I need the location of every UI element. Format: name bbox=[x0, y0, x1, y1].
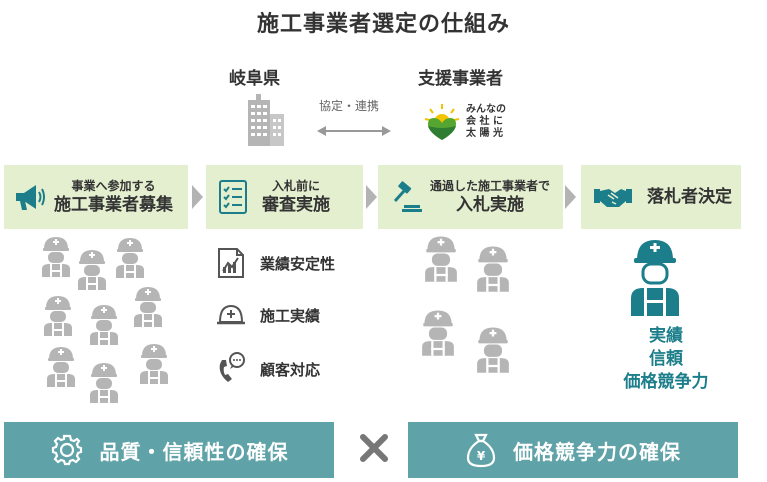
winner-qualities: 実績 信頼 価格競争力 bbox=[596, 325, 736, 394]
building-icon bbox=[248, 94, 284, 146]
support-company-logo: みんなの 会 社 に 太 陽 光 bbox=[422, 100, 518, 144]
step-title: 入札実施 bbox=[456, 195, 524, 215]
price-competitiveness-bar: ¥ 価格競争力の確保 bbox=[408, 422, 738, 478]
winner-quality: 実績 bbox=[649, 326, 683, 346]
step-review: 入札前に 審査実施 bbox=[206, 165, 363, 229]
quality-assurance-bar: 品質・信頼性の確保 bbox=[4, 422, 334, 478]
hardhat-icon bbox=[217, 304, 245, 325]
step-award: 落札者決定 bbox=[581, 165, 741, 229]
worker-icon bbox=[477, 246, 509, 292]
chevron-right-icon bbox=[366, 185, 377, 209]
worker-icon bbox=[477, 327, 509, 373]
page-title: 施工事業者選定の仕組み bbox=[256, 12, 510, 37]
worker-icon bbox=[140, 344, 168, 384]
worker-icon bbox=[422, 310, 454, 356]
criterion-label: 業績安定性 bbox=[260, 254, 336, 273]
double-arrow-icon bbox=[317, 126, 391, 136]
chevron-right-icon bbox=[565, 185, 576, 209]
gavel-icon bbox=[393, 181, 422, 212]
worker-icon bbox=[425, 236, 457, 282]
right-party-label: 支援事業者 bbox=[418, 69, 503, 89]
step-title: 審査実施 bbox=[262, 195, 330, 215]
worker-icon bbox=[78, 250, 106, 290]
bar-label: 品質・信頼性の確保 bbox=[99, 439, 289, 464]
money-bag-icon: ¥ bbox=[466, 433, 496, 468]
winning-worker-icon bbox=[631, 240, 679, 316]
step-title: 施工事業者募集 bbox=[54, 195, 173, 215]
logo-text-line: みんなの bbox=[466, 104, 506, 115]
left-party-label: 岐阜県 bbox=[229, 69, 280, 89]
step-subtitle: 入札前に bbox=[271, 179, 320, 193]
checklist-icon bbox=[219, 180, 247, 214]
svg-text:¥: ¥ bbox=[477, 449, 486, 463]
step-recruit: 事業へ参加する 施工事業者募集 bbox=[4, 165, 188, 229]
worker-icon bbox=[47, 347, 75, 387]
worker-icon bbox=[42, 237, 70, 277]
times-icon bbox=[360, 434, 388, 462]
logo-text-line: 太 陽 光 bbox=[466, 128, 503, 139]
megaphone-icon bbox=[16, 185, 45, 210]
chevron-right-icon bbox=[192, 185, 203, 209]
worker-icon bbox=[44, 296, 72, 336]
step-subtitle: 事業へ参加する bbox=[71, 179, 156, 193]
criterion-label: 顧客対応 bbox=[260, 360, 321, 379]
criterion-track-record: 施工実績 bbox=[216, 302, 320, 328]
step-bidding: 通過した施工事業者で 入札実施 bbox=[378, 165, 563, 229]
logo-text-line: 会 社 に bbox=[466, 116, 503, 127]
worker-icon bbox=[116, 238, 144, 278]
step-subtitle: 通過した施工事業者で bbox=[430, 179, 551, 193]
criterion-label: 施工実績 bbox=[260, 306, 321, 325]
winner-quality: 価格競争力 bbox=[623, 372, 709, 392]
step-title: 落札者決定 bbox=[647, 187, 732, 207]
gear-icon bbox=[51, 434, 82, 466]
worker-icon bbox=[134, 287, 162, 327]
link-label: 協定・連携 bbox=[319, 99, 380, 113]
criterion-customer-service: 顧客対応 bbox=[216, 352, 320, 386]
winner-quality: 信頼 bbox=[649, 349, 683, 369]
handshake-icon bbox=[594, 189, 632, 207]
sun-heart-logo-icon bbox=[424, 104, 460, 140]
bar-label: 価格競争力の確保 bbox=[513, 439, 681, 464]
criterion-performance: 業績安定性 bbox=[216, 247, 335, 279]
chart-document-icon bbox=[218, 248, 244, 278]
phone-chat-icon bbox=[219, 352, 245, 382]
worker-icon bbox=[90, 305, 118, 345]
worker-icon bbox=[90, 363, 118, 403]
